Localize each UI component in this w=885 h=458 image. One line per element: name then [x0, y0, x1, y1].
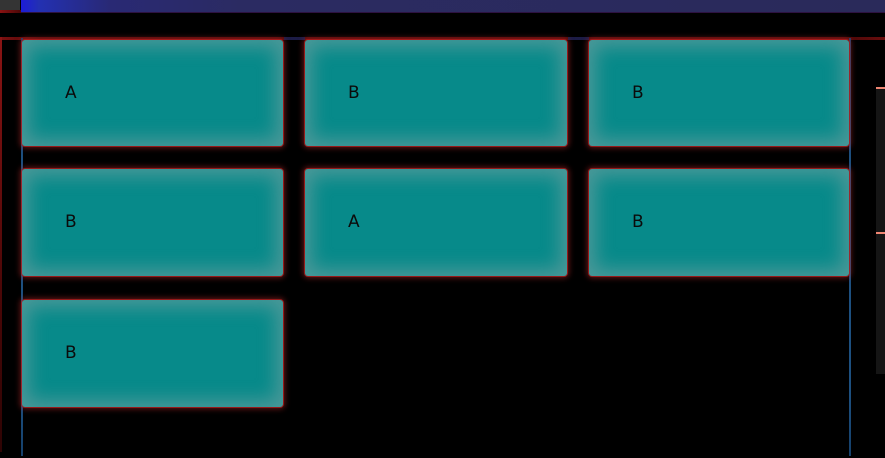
- scrollbar-segment[interactable]: [876, 232, 885, 374]
- card-tile[interactable]: B: [305, 40, 567, 146]
- card-tile[interactable]: B: [22, 169, 283, 276]
- frame-top-gap-segment: [568, 37, 589, 40]
- titlebar-corner-underline: [0, 10, 21, 13]
- vertical-scrollbar[interactable]: [876, 87, 885, 374]
- card-label: B: [65, 212, 77, 232]
- card-tile[interactable]: A: [305, 169, 567, 276]
- titlebar-menu-box[interactable]: [0, 0, 20, 10]
- card-label: A: [65, 82, 77, 103]
- frame-top-red-line: [0, 37, 885, 40]
- content-right-border: [849, 38, 851, 456]
- titlebar-gradient-bar: [21, 0, 885, 13]
- card-label: B: [348, 82, 360, 103]
- card-label: A: [348, 212, 360, 232]
- scrollbar-segment[interactable]: [876, 87, 885, 232]
- card-tile[interactable]: B: [589, 40, 849, 146]
- card-label: B: [632, 212, 644, 232]
- card-tile[interactable]: A: [22, 40, 283, 146]
- window-titlebar[interactable]: [0, 0, 885, 13]
- frame-left-red-line: [0, 37, 2, 452]
- card-tile[interactable]: B: [589, 169, 849, 276]
- card-tile[interactable]: B: [22, 300, 283, 407]
- card-label: B: [65, 343, 77, 363]
- card-label: B: [632, 82, 644, 103]
- frame-top-gap-segment: [284, 37, 305, 40]
